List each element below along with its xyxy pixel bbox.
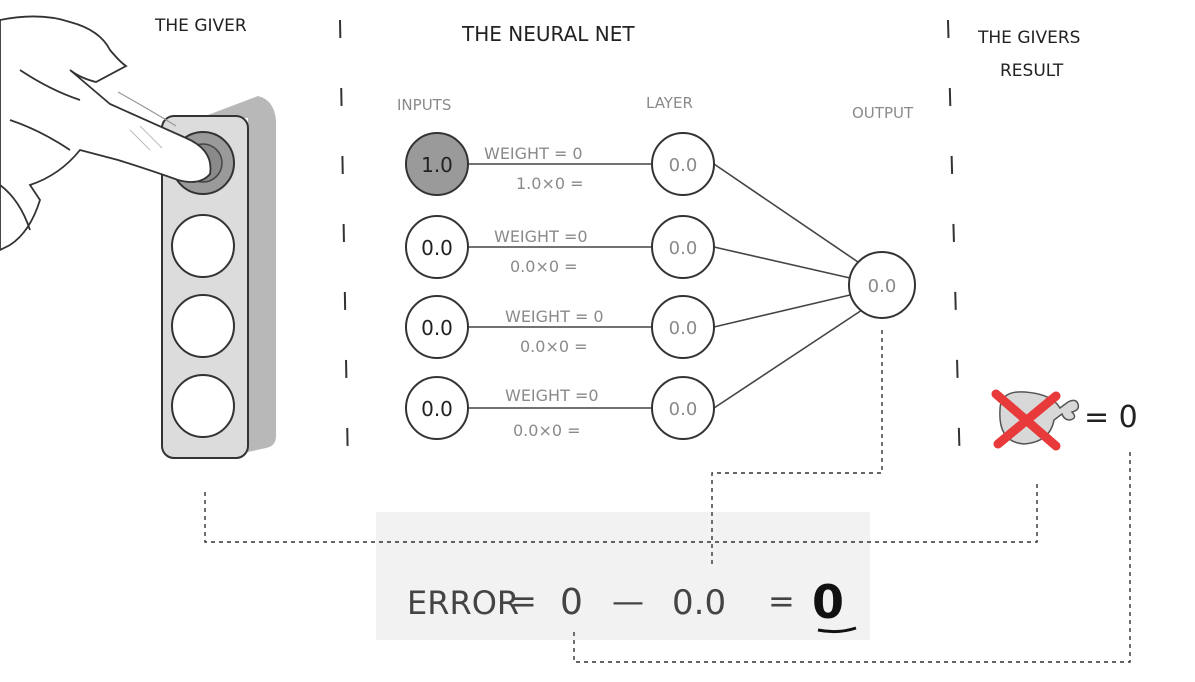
layer-node-2: 0.0 bbox=[651, 215, 715, 279]
weight-calc-3: 0.0×0 = bbox=[520, 337, 588, 356]
input-node-1: 1.0 bbox=[405, 132, 469, 196]
weight-calc-2: 0.0×0 = bbox=[510, 257, 578, 276]
error-equals-1: = bbox=[510, 582, 537, 620]
input-node-2: 0.0 bbox=[405, 215, 469, 279]
chicken-leg-crossed-icon bbox=[991, 389, 1080, 451]
section-title-giver: THE GIVER bbox=[154, 16, 247, 36]
layer-node-4-value: 0.0 bbox=[669, 399, 698, 420]
section-title-result-line2: RESULT bbox=[1000, 61, 1064, 81]
section-divider-left bbox=[339, 19, 349, 471]
error-equals-2: = bbox=[768, 582, 795, 620]
layer-to-output-connections bbox=[713, 163, 863, 409]
input-node-3-value: 0.0 bbox=[421, 316, 453, 340]
section-title-result-line1: THE GIVERS bbox=[977, 28, 1080, 48]
layer-node-3-value: 0.0 bbox=[669, 318, 698, 339]
column-label-inputs: INPUTS bbox=[397, 96, 451, 114]
error-value-underline bbox=[817, 626, 857, 634]
weight-calc-4: 0.0×0 = bbox=[513, 421, 581, 440]
layer-node-2-value: 0.0 bbox=[669, 238, 698, 259]
dotted-connectors bbox=[204, 330, 1131, 663]
weight-label-3: WEIGHT = 0 bbox=[505, 307, 604, 326]
error-target: 0 bbox=[560, 582, 583, 623]
input-node-4: 0.0 bbox=[405, 376, 469, 440]
weight-label-1: WEIGHT = 0 bbox=[484, 144, 583, 163]
error-value: 0 bbox=[812, 575, 844, 629]
output-node: 0.0 bbox=[848, 251, 916, 319]
result-equals-value: = 0 bbox=[1084, 400, 1138, 435]
weight-label-2: WEIGHT =0 bbox=[494, 227, 588, 246]
section-title-neural-net: THE NEURAL NET bbox=[461, 22, 635, 46]
input-node-3: 0.0 bbox=[405, 295, 469, 359]
layer-node-4: 0.0 bbox=[651, 376, 715, 440]
column-label-output: OUTPUT bbox=[852, 104, 914, 122]
panel-button-3[interactable] bbox=[171, 294, 235, 358]
weight-label-4: WEIGHT =0 bbox=[505, 386, 599, 405]
input-node-2-value: 0.0 bbox=[421, 236, 453, 260]
output-node-value: 0.0 bbox=[868, 276, 897, 297]
error-minus: — bbox=[612, 582, 644, 620]
panel-button-2[interactable] bbox=[171, 214, 235, 278]
error-output: 0.0 bbox=[672, 583, 726, 623]
error-equation: ERROR = 0 — 0.0 = 0 bbox=[407, 575, 857, 634]
layer-node-1-value: 0.0 bbox=[669, 155, 698, 176]
weight-calc-1: 1.0×0 = bbox=[516, 174, 584, 193]
column-label-layer: LAYER bbox=[646, 94, 693, 112]
button-panel bbox=[161, 96, 276, 459]
error-label: ERROR bbox=[407, 584, 519, 622]
input-node-4-value: 0.0 bbox=[421, 397, 453, 421]
input-to-layer-connections bbox=[468, 163, 652, 409]
layer-node-1: 0.0 bbox=[651, 132, 715, 196]
hand-pressing-icon bbox=[0, 15, 212, 252]
input-node-1-value: 1.0 bbox=[421, 153, 453, 177]
layer-node-3: 0.0 bbox=[651, 295, 715, 359]
panel-button-4[interactable] bbox=[171, 374, 235, 438]
section-divider-right bbox=[947, 19, 961, 471]
error-box bbox=[376, 512, 870, 640]
